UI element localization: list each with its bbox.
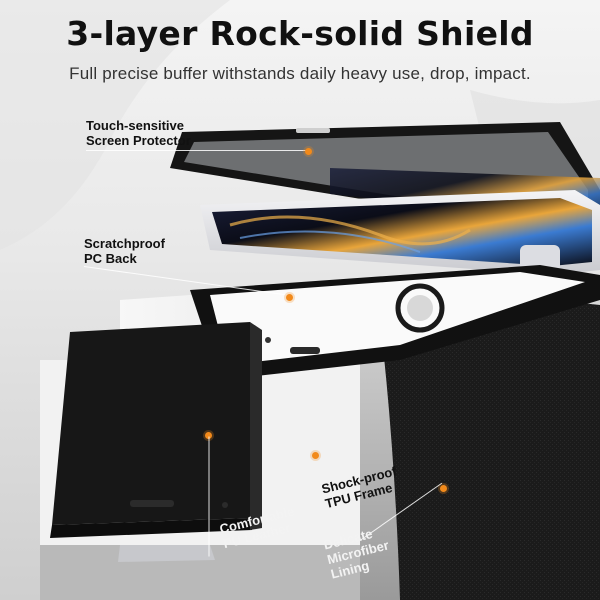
callout-marker-dot bbox=[286, 294, 293, 301]
headline-subtitle: Full precise buffer withstands daily hea… bbox=[69, 64, 531, 83]
leader-line bbox=[208, 436, 210, 557]
headline-title: 3-layer Rock-solid Shield bbox=[66, 14, 534, 53]
leader-line bbox=[86, 150, 310, 151]
callout-marker-dot bbox=[312, 452, 319, 459]
callout-marker-dot bbox=[305, 148, 312, 155]
callout-screen-protector: Touch-sensitive Screen Protector bbox=[86, 118, 191, 148]
callout-pc-back: Scratchproof PC Back bbox=[84, 236, 165, 266]
callout-marker-dot bbox=[205, 432, 212, 439]
callout-marker-dot bbox=[440, 485, 447, 492]
